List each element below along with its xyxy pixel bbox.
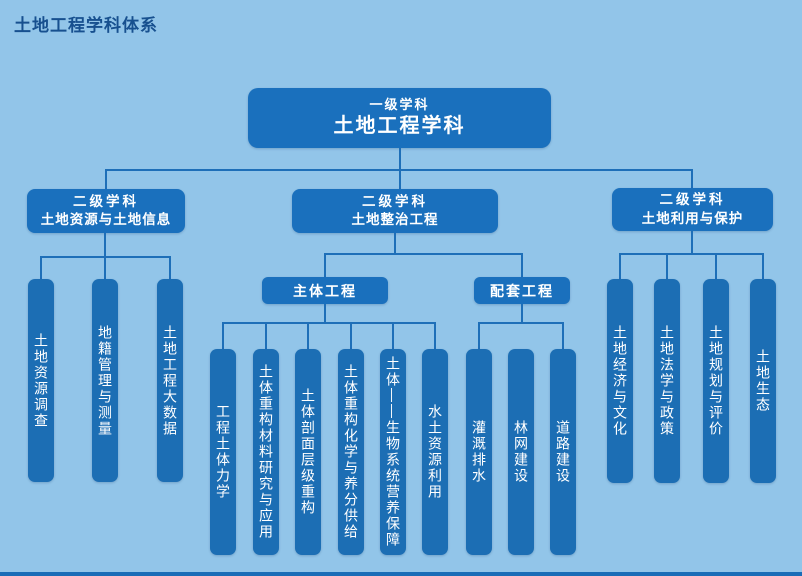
connector (434, 322, 436, 349)
connector (265, 322, 267, 349)
discipline-column: 水土资源利用 (422, 349, 448, 555)
connector (222, 322, 436, 324)
connector (521, 304, 523, 324)
discipline-column: 土地法学与政策 (654, 279, 680, 483)
column-label: 土体剖面层级重构 (300, 388, 316, 516)
discipline-column: 灌溉排水 (466, 349, 492, 555)
discipline-column: 土体重构化学与养分供给 (338, 349, 364, 555)
branch-level-label: 二级学科 (73, 193, 139, 209)
column-label: 地籍管理与测量 (97, 324, 113, 437)
connector (169, 256, 171, 279)
column-label: 道路建设 (555, 420, 571, 484)
connector (521, 253, 523, 277)
connector (691, 169, 693, 189)
node-branch-middle: 二级学科 土地整治工程 (292, 189, 498, 233)
column-label: 林网建设 (513, 420, 529, 484)
connector (478, 322, 564, 324)
discipline-column: 土体剖面层级重构 (295, 349, 321, 555)
connector (40, 256, 171, 258)
discipline-column: 土体——生物系统营养保障 (380, 349, 406, 555)
discipline-column: 地籍管理与测量 (92, 279, 118, 482)
connector (562, 322, 564, 349)
branch-name: 土地整治工程 (351, 212, 439, 227)
node-branch-left: 二级学科 土地资源与土地信息 (27, 189, 185, 233)
discipline-column: 土体重构材料研究与应用 (253, 349, 279, 555)
discipline-column: 土地规划与评价 (703, 279, 729, 483)
node-subgroup-main: 主体工程 (262, 277, 388, 304)
node-root: 一级学科 土地工程学科 (248, 88, 551, 148)
connector (307, 322, 309, 349)
connector (478, 322, 480, 349)
subgroup-name: 主体工程 (293, 282, 357, 299)
connector (324, 304, 326, 324)
connector (105, 169, 107, 190)
discipline-column: 林网建设 (508, 349, 534, 555)
connector (691, 231, 693, 255)
column-label: 土地资源调查 (33, 332, 49, 429)
node-branch-right: 二级学科 土地利用与保护 (612, 188, 773, 231)
connector (394, 233, 396, 255)
column-label: 工程土体力学 (215, 404, 231, 500)
subgroup-name: 配套工程 (490, 282, 554, 299)
connector (324, 253, 326, 277)
connector (762, 253, 764, 279)
column-label: 土地生态 (755, 349, 771, 413)
branch-level-label: 二级学科 (659, 192, 726, 208)
column-label: 土地法学与政策 (659, 325, 675, 437)
connector (324, 253, 523, 255)
connector (350, 322, 352, 349)
root-name: 土地工程学科 (333, 114, 466, 137)
discipline-column: 道路建设 (550, 349, 576, 555)
page-title: 土地工程学科体系 (14, 16, 158, 35)
column-label: 土地规划与评价 (708, 325, 724, 437)
root-level-label: 一级学科 (369, 97, 430, 113)
connector (619, 253, 621, 279)
column-label: 土体重构化学与养分供给 (343, 364, 359, 540)
connector (666, 253, 668, 279)
bottom-accent-bar (0, 572, 802, 576)
column-label: 土体重构材料研究与应用 (258, 364, 274, 540)
column-label: 土体——生物系统营养保障 (385, 356, 401, 548)
discipline-column: 土地生态 (750, 279, 776, 483)
connector (105, 169, 693, 171)
connector (715, 253, 717, 279)
connector (619, 253, 764, 255)
branch-name: 土地资源与土地信息 (40, 212, 172, 227)
discipline-column: 工程土体力学 (210, 349, 236, 555)
column-label: 灌溉排水 (471, 420, 487, 484)
branch-level-label: 二级学科 (362, 193, 428, 209)
connector (40, 256, 42, 279)
column-label: 土地经济与文化 (612, 325, 628, 437)
connector (392, 322, 394, 349)
connector (222, 322, 224, 349)
branch-name: 土地利用与保护 (641, 210, 744, 226)
node-subgroup-aux: 配套工程 (474, 277, 570, 304)
column-label: 水土资源利用 (427, 404, 443, 500)
discipline-column: 土地资源调查 (28, 279, 54, 482)
discipline-column: 土地工程大数据 (157, 279, 183, 482)
discipline-column: 土地经济与文化 (607, 279, 633, 483)
column-label: 土地工程大数据 (162, 324, 178, 437)
